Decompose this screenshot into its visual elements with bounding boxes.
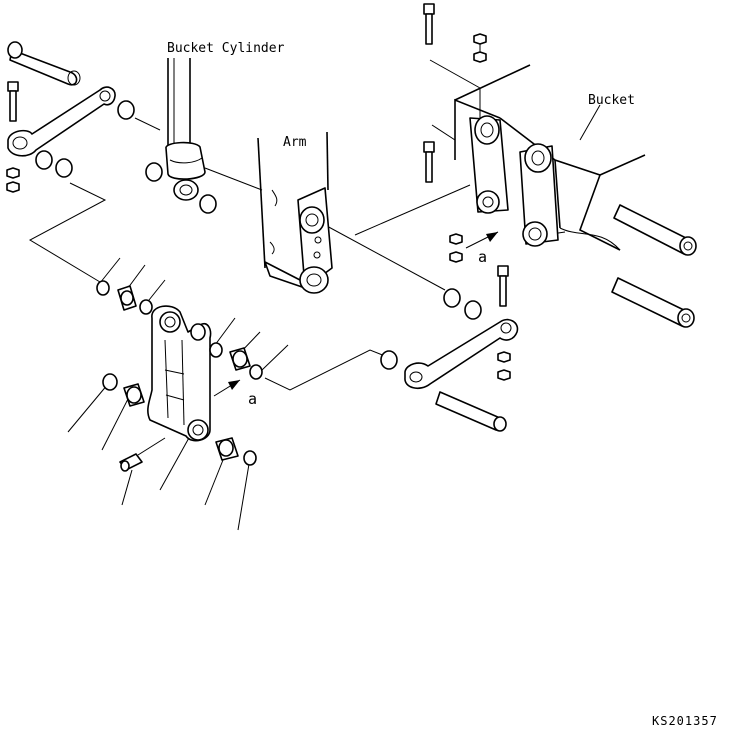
nuts — [6, 33, 511, 381]
washers — [35, 100, 482, 370]
grease-fitting — [119, 453, 143, 472]
arrow-indicator-upper — [465, 231, 499, 249]
drawing-code: KS201357 — [652, 714, 718, 728]
pin-top-left — [7, 41, 81, 86]
bucket — [454, 64, 646, 251]
arm-label: Arm — [283, 135, 307, 150]
pin-bucket-upper — [613, 204, 697, 256]
bolts — [7, 3, 509, 307]
arrow-indicator-lower — [213, 379, 241, 397]
bucket-cylinder-label: Bucket Cylinder — [167, 41, 285, 56]
bell-crank-link — [147, 305, 212, 442]
bucket-label: Bucket — [588, 93, 635, 108]
link-lower-right — [404, 318, 519, 390]
reference-mark-lower: a — [248, 390, 257, 408]
pin-link-lower — [435, 391, 507, 432]
link-upper-left — [7, 86, 116, 157]
bucket-cylinder — [165, 58, 206, 201]
bushings — [96, 280, 263, 466]
reference-mark-upper: a — [478, 248, 487, 266]
pin-bucket-lower — [611, 277, 695, 328]
arm — [257, 131, 333, 294]
